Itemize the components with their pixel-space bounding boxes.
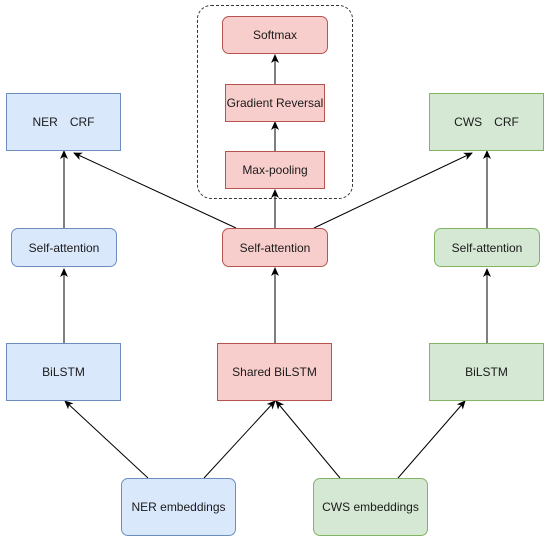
cws-crf-node: CWS CRF: [429, 93, 544, 151]
gradient-reversal-node: Gradient Reversal: [225, 84, 325, 122]
ner-crf-label-crf: CRF: [69, 115, 95, 129]
bilstm-ner-node: BiLSTM: [6, 343, 121, 401]
bilstm-ner-label: BiLSTM: [42, 365, 85, 379]
ner-embeddings-node: NER embeddings: [121, 478, 236, 536]
self-attention-shared-node: Self-attention: [222, 228, 328, 267]
edge-ner-embeddings-to-shared-bilstm: [203, 400, 276, 479]
cws-crf-label-cws: CWS: [454, 115, 483, 129]
self-attention-shared-label: Self-attention: [239, 240, 311, 255]
self-attention-ner-node: Self-attention: [11, 228, 117, 267]
ner-crf-label-ner: NER: [32, 115, 58, 129]
bilstm-cws-label: BiLSTM: [465, 365, 508, 379]
self-attention-cws-node: Self-attention: [434, 228, 540, 267]
shared-bilstm-label: Shared BiLSTM: [232, 365, 317, 379]
softmax-node: Softmax: [222, 16, 328, 54]
self-attention-ner-label: Self-attention: [28, 240, 100, 255]
shared-bilstm-node: Shared BiLSTM: [217, 343, 332, 401]
ner-crf-node: NER CRF: [6, 93, 121, 151]
softmax-label: Softmax: [252, 28, 297, 42]
edge-shared-self-attention-to-ner-crf: [73, 152, 237, 229]
edge-cws-embeddings-to-bilstm-cws: [397, 400, 466, 479]
gradient-reversal-label: Gradient Reversal: [226, 96, 324, 110]
cws-embeddings-label: CWS embeddings: [322, 500, 419, 514]
self-attention-cws-label: Self-attention: [451, 240, 523, 255]
edge-ner-embeddings-to-bilstm-ner: [64, 400, 149, 479]
cws-embeddings-node: CWS embeddings: [313, 478, 428, 536]
edge-cws-embeddings-to-shared-bilstm: [275, 400, 341, 479]
edge-shared-self-attention-to-cws-crf: [313, 152, 473, 229]
bilstm-cws-node: BiLSTM: [429, 343, 544, 401]
ner-embeddings-label: NER embeddings: [131, 500, 226, 514]
adversarial-group-boundary: [197, 5, 353, 199]
cws-crf-label-crf: CRF: [494, 115, 519, 129]
max-pooling-label: Max-pooling: [242, 163, 308, 177]
max-pooling-node: Max-pooling: [225, 151, 325, 189]
